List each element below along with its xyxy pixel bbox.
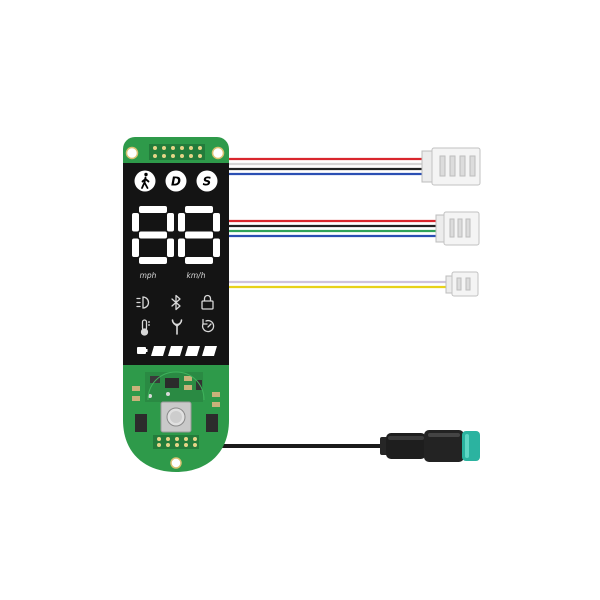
digit-segment [139,257,167,264]
digit-segment [213,213,220,232]
mode-drive-button[interactable]: D [165,170,187,192]
mounting-hole [125,146,139,160]
digit-segment [132,213,139,232]
headlight-icon [136,296,150,309]
digit-segment [185,206,213,213]
waterproof-connector [380,430,480,462]
mode-walk-button[interactable] [134,170,156,192]
digit-segment [178,213,185,232]
wire-harness [218,157,448,448]
mounting-hole [170,457,182,469]
display-panel: D S mph km/h [123,163,229,365]
digit-segment [178,238,185,257]
battery-plug-icon [137,347,148,354]
digit-segment [139,231,167,239]
battery-indicator [137,346,217,356]
pin-header-bottom [153,435,199,449]
mode-sport-label: S [203,175,212,189]
digit-segment [213,238,220,257]
speed-readout [132,206,220,264]
digit-segment [139,206,167,213]
battery-segment [185,346,200,356]
bluetooth-icon [171,294,181,311]
thermometer-icon [140,319,150,336]
pedestrian-icon [141,172,150,189]
digit-segment [132,238,139,257]
unit-kmh: km/h [187,271,206,280]
cruise-control-icon [201,318,215,333]
mode-sport-button[interactable]: S [196,170,218,192]
battery-segment [151,346,166,356]
battery-segment [168,346,183,356]
digit-segment [167,213,174,232]
connector-small [445,271,479,297]
power-button[interactable] [160,401,192,433]
unit-mph: mph [140,271,157,280]
connector-medium [435,211,480,246]
battery-segment [202,346,217,356]
connector-large [421,147,481,186]
lock-icon [201,294,214,310]
digit-segment [185,231,213,239]
mode-drive-label: D [171,175,181,189]
digit-segment [167,238,174,257]
wrench-icon [171,319,183,335]
mounting-hole [211,146,225,160]
component-area [132,371,220,432]
digit-segment [185,257,213,264]
pin-header-top [149,144,205,160]
